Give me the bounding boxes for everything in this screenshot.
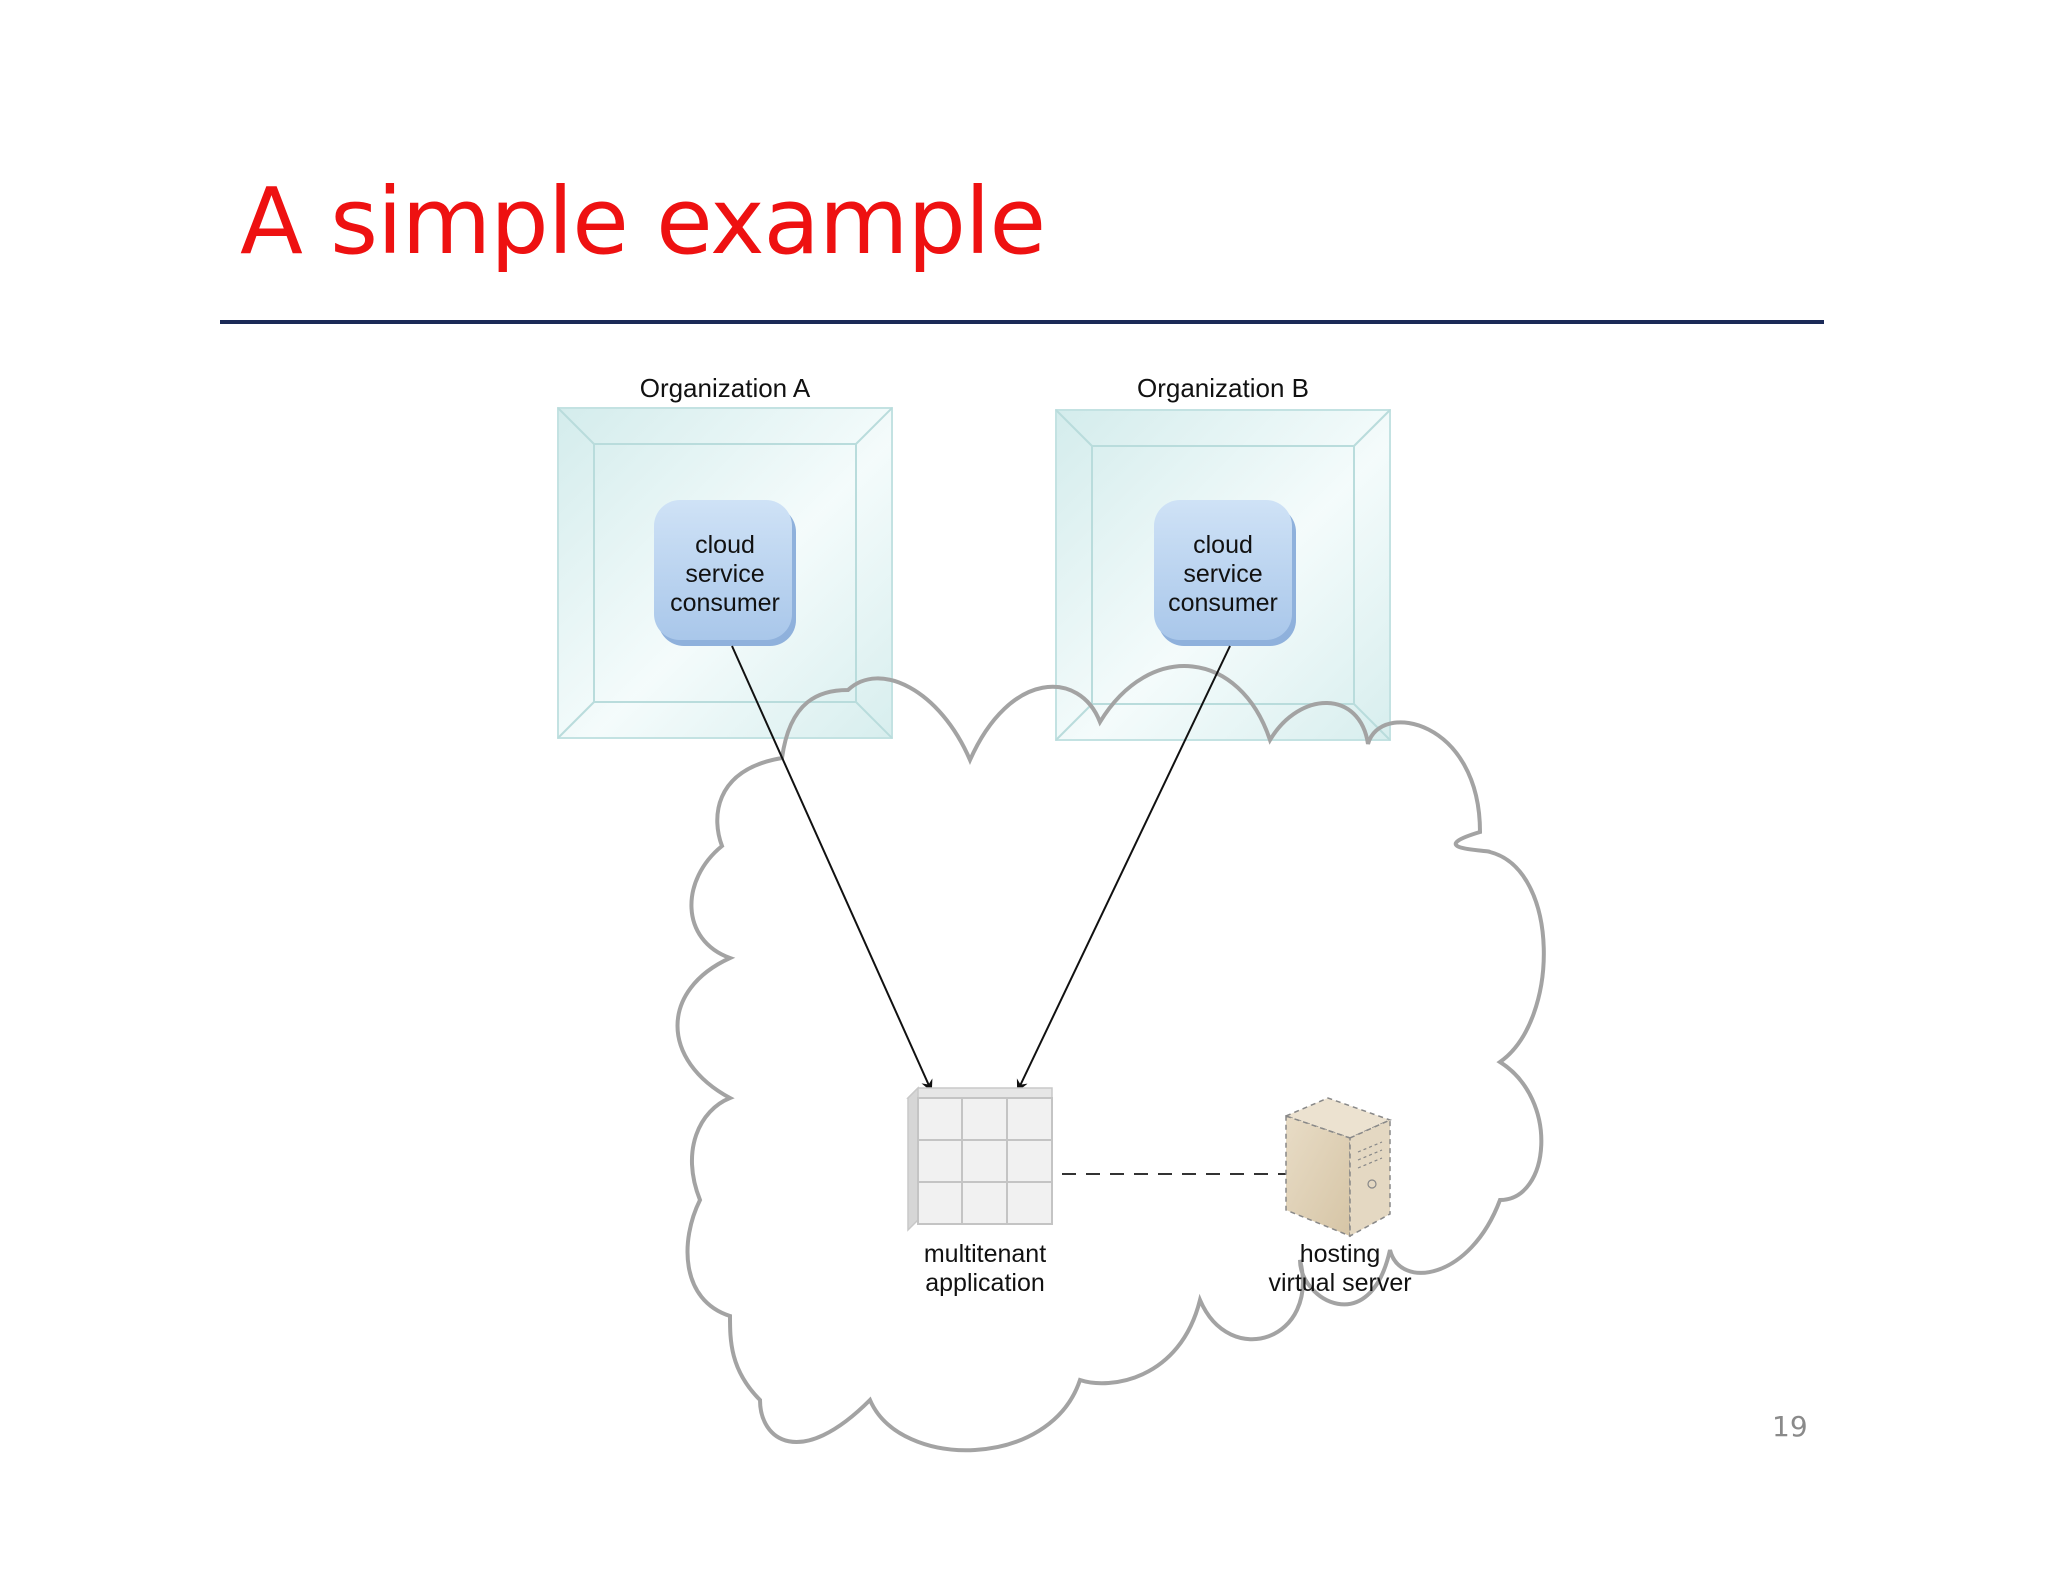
cloud-service-consumer-a: cloud service consumer — [654, 500, 796, 646]
consumer-b-line-3: consumer — [1168, 589, 1278, 617]
virtual-server-icon — [1283, 1097, 1393, 1238]
consumer-b-line-1: cloud — [1193, 531, 1253, 559]
consumer-b-line-2: service — [1183, 560, 1262, 588]
arrow-b-to-app — [1016, 645, 1231, 1092]
server-label-line-2: virtual server — [1268, 1269, 1411, 1297]
page-number: 19 — [1772, 1410, 1808, 1443]
consumer-a-line-3: consumer — [670, 589, 780, 617]
multitenant-application-icon — [906, 1086, 1053, 1232]
cloud-outline — [675, 664, 1546, 1453]
app-label-line-1: multitenant — [924, 1240, 1046, 1268]
consumer-a-line-1: cloud — [695, 531, 755, 559]
organization-a-box — [557, 407, 893, 739]
title-divider — [220, 320, 1824, 324]
cloud-service-consumer-b: cloud service consumer — [1154, 500, 1296, 646]
app-label-line-2: application — [925, 1269, 1045, 1297]
server-label-line-1: hosting — [1300, 1240, 1381, 1268]
arrow-a-to-app — [731, 645, 933, 1092]
slide-title: A simple example — [240, 168, 1046, 275]
organization-b-label: Organization B — [1137, 373, 1309, 403]
consumer-a-line-2: service — [685, 560, 764, 588]
organization-a-label: Organization A — [640, 373, 811, 403]
